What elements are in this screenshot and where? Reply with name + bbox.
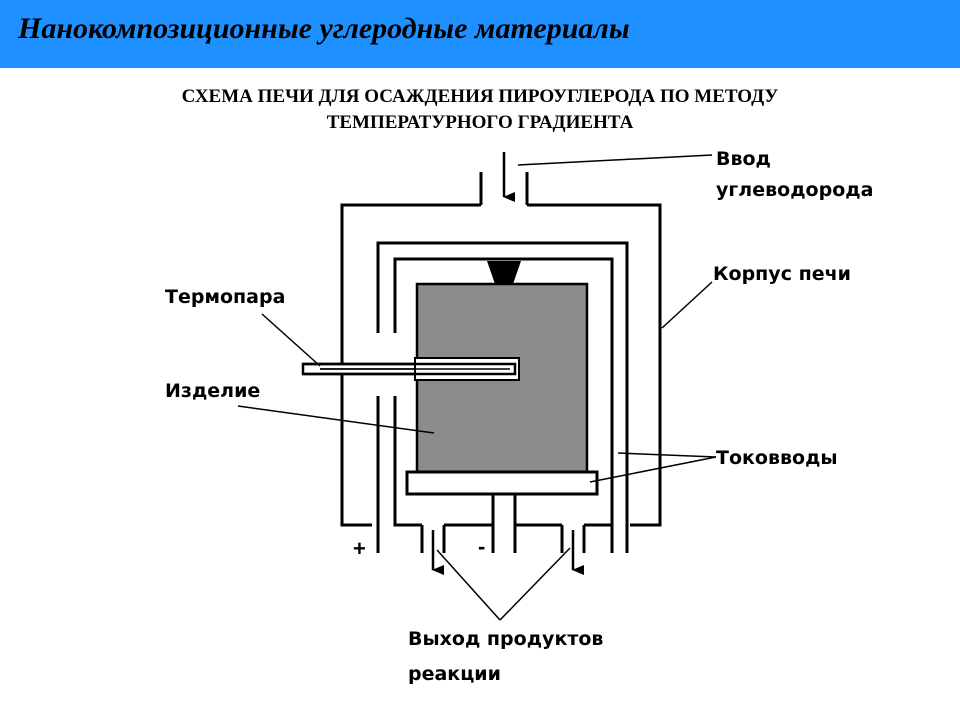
title-bar: Нанокомпозиционные углеродные материалы (0, 0, 960, 68)
nozzle (487, 261, 521, 284)
diagram-caption: СХЕМА ПЕЧИ ДЛЯ ОСАЖДЕНИЯ ПИРОУГЛЕРОДА ПО… (0, 84, 960, 136)
holder-plate (405, 470, 599, 496)
furnace-outer-wall-right (527, 203, 662, 527)
label-inlet-1: Ввод (716, 148, 771, 170)
page-title: Нанокомпозиционные углеродные материалы (18, 12, 630, 45)
label-outlet-2: реакции (408, 663, 501, 685)
leader-outlet-left (436, 549, 501, 621)
caption-line-2: ТЕМПЕРАТУРНОГО ГРАДИЕНТА (326, 112, 634, 133)
label-thermocouple: Термопара (165, 286, 285, 308)
label-current-leads: Токовводы (716, 447, 838, 469)
leader-lead-upper (617, 452, 717, 458)
leader-outlet-right (499, 547, 571, 621)
label-workpiece: Изделие (165, 380, 260, 402)
leader-workpiece (237, 405, 435, 434)
inner-wall-upper (393, 257, 614, 553)
leader-body (661, 281, 713, 329)
inner-wall-lower (393, 396, 422, 527)
plus-sign: + (353, 536, 366, 561)
leader-lead-lower (589, 456, 717, 483)
leader-inlet (517, 154, 713, 166)
caption-line-1: СХЕМА ПЕЧИ ДЛЯ ОСАЖДЕНИЯ ПИРОУГЛЕРОДА ПО… (181, 86, 779, 107)
label-outlet-1: Выход продуктов (408, 628, 603, 650)
current-lead-left-upper (376, 241, 629, 553)
label-inlet-2: углеводорода (716, 179, 873, 201)
leader-thermocouple (261, 313, 321, 367)
minus-sign: - (478, 534, 485, 559)
label-furnace-body: Корпус печи (713, 263, 851, 285)
